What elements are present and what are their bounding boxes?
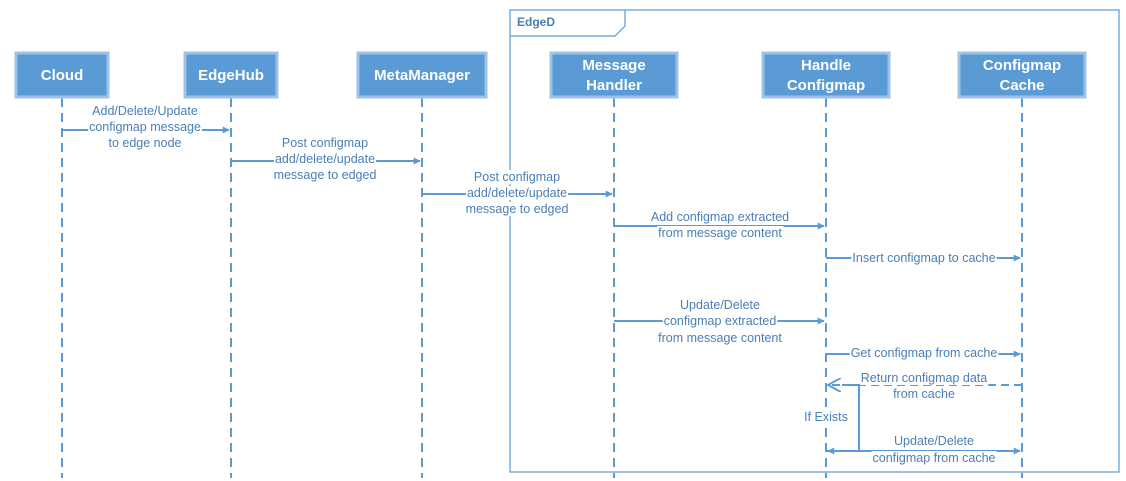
message-cloud-to-edgehub: Add/Delete/Update configmap message to e… — [62, 104, 230, 150]
label-backing — [272, 168, 378, 182]
message-label: configmap message — [89, 120, 201, 134]
message-add-configmap: Add configmap extracted from message con… — [614, 210, 825, 240]
label-backing — [892, 387, 956, 401]
actor-configmap-cache-box — [957, 51, 1087, 99]
message-label: Post configmap — [474, 170, 560, 184]
message-label: Post configmap — [282, 136, 368, 150]
label-backing — [472, 170, 562, 184]
message-label: message to edged — [466, 202, 569, 216]
actor-message-handler: Message Handler — [549, 51, 679, 99]
actor-cloud-label: Cloud — [41, 67, 84, 84]
actor-cloud: Cloud — [14, 51, 110, 99]
message-label: message to edged — [274, 168, 377, 182]
actor-handle-configmap-label-line2: Configmap — [787, 77, 865, 94]
label-backing — [662, 314, 778, 328]
message-update-delete-configmap: Update/Delete configmap extracted from m… — [614, 298, 825, 345]
message-edgehub-to-metamanager: Post configmap add/delete/update message… — [231, 136, 421, 182]
message-label: from message content — [658, 226, 782, 240]
lifelines — [61, 98, 1023, 478]
message-insert-configmap: Insert configmap to cache — [826, 251, 1021, 265]
actor-edgehub: EdgeHub — [183, 51, 279, 99]
label-backing — [859, 371, 989, 385]
label-backing — [649, 210, 791, 224]
label-backing — [464, 202, 570, 216]
actor-message-handler-label-line1: Message — [582, 57, 645, 74]
message-return-configmap: Return configmap data from cache — [828, 371, 1022, 401]
label-backing — [679, 298, 762, 312]
message-label: to edge node — [109, 136, 182, 150]
label-backing — [91, 104, 199, 118]
actor-edgehub-box — [183, 51, 279, 99]
condition-if-exists: If Exists — [803, 384, 860, 455]
actor-configmap-cache: Configmap Cache — [957, 51, 1087, 99]
message-label: Update/Delete — [680, 298, 760, 312]
message-label: from cache — [893, 387, 955, 401]
actor-edgehub-label: EdgeHub — [198, 67, 264, 84]
label-backing — [280, 136, 370, 150]
actor-cloud-box — [14, 51, 110, 99]
message-label: configmap extracted — [664, 314, 777, 328]
actor-configmap-cache-label-line2: Cache — [999, 77, 1044, 94]
actor-handle-configmap: Handle Configmap — [761, 51, 891, 99]
label-backing — [893, 434, 976, 448]
label-backing — [803, 410, 849, 424]
message-label: Return configmap data — [861, 371, 988, 385]
actor-metamanager-label: MetaManager — [374, 67, 470, 84]
actor-message-handler-box — [549, 51, 679, 99]
edged-frame-title-tab — [510, 10, 626, 37]
actor-metamanager-box — [356, 51, 488, 99]
label-backing — [465, 186, 569, 200]
label-backing — [657, 331, 784, 345]
edged-frame-title: EdgeD — [517, 15, 555, 29]
label-backing — [88, 120, 202, 134]
edged-frame-border — [509, 9, 1120, 473]
label-backing — [849, 346, 999, 360]
label-backing — [657, 226, 784, 240]
message-get-configmap: Get configmap from cache — [826, 346, 1021, 360]
message-label: Insert configmap to cache — [852, 251, 995, 265]
label-backing — [871, 451, 997, 465]
condition-label: If Exists — [804, 410, 848, 424]
message-label: from message content — [658, 331, 782, 345]
message-label: Get configmap from cache — [851, 346, 998, 360]
message-label: Add/Delete/Update — [92, 104, 198, 118]
message-label: add/delete/update — [275, 152, 375, 166]
message-label: Add configmap extracted — [651, 210, 789, 224]
actor-handle-configmap-label-line1: Handle — [801, 57, 851, 74]
message-label: Update/Delete — [894, 434, 974, 448]
label-backing — [273, 152, 377, 166]
actor-configmap-cache-label-line1: Configmap — [983, 57, 1061, 74]
label-backing — [851, 251, 997, 265]
actor-handle-configmap-box — [761, 51, 891, 99]
edged-frame: EdgeD — [509, 9, 1120, 473]
message-metamanager-to-message-handler: Post configmap add/delete/update message… — [422, 170, 613, 216]
message-label: add/delete/update — [467, 186, 567, 200]
label-backing — [107, 136, 183, 150]
message-update-delete-cache: Update/Delete configmap from cache — [826, 434, 1021, 465]
actor-message-handler-label-line2: Handler — [586, 77, 642, 94]
message-label: configmap from cache — [873, 451, 996, 465]
actor-metamanager: MetaManager — [356, 51, 488, 99]
